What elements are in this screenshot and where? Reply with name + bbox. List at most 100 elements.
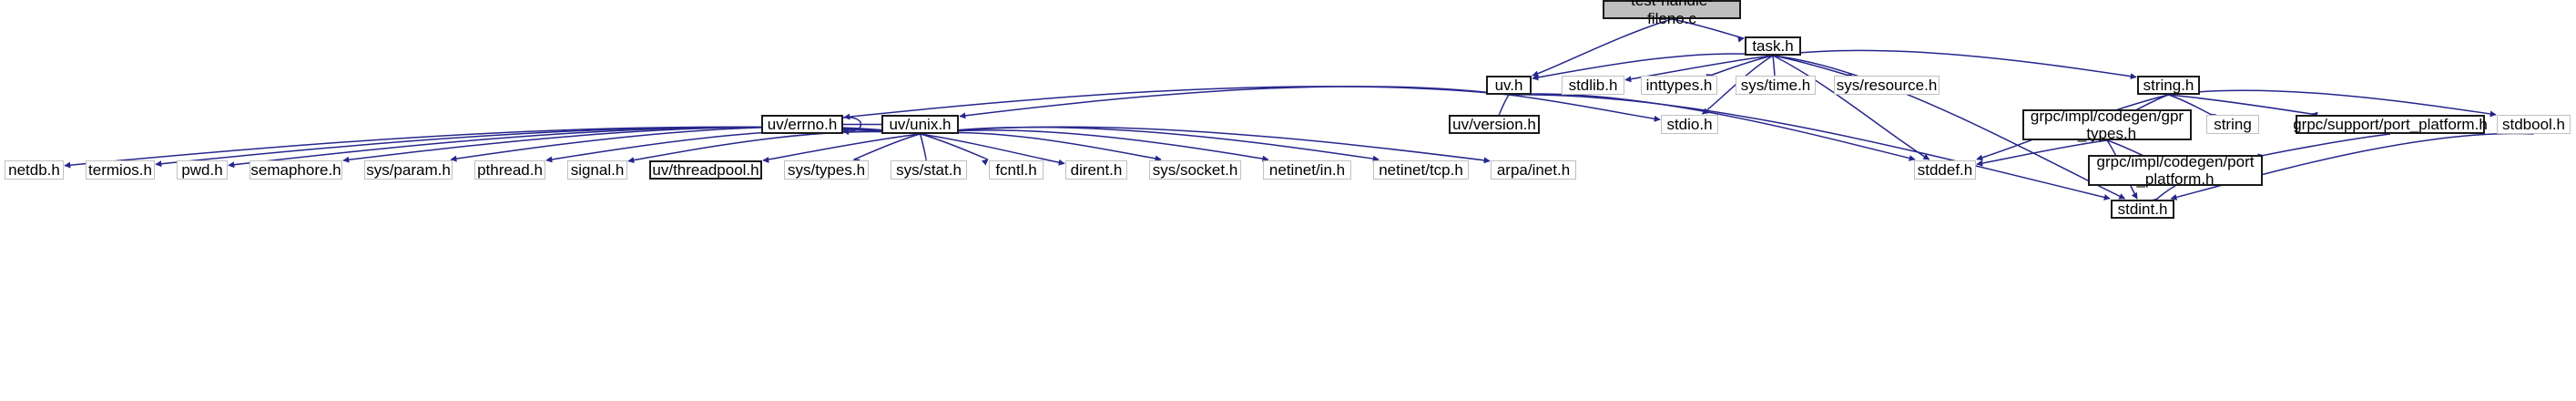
graph-node[interactable]: netdb.h <box>5 160 64 180</box>
graph-node[interactable]: stdint.h <box>2111 200 2174 219</box>
graph-edge <box>1671 18 1745 43</box>
graph-node-label: sys/param.h <box>366 160 451 179</box>
graph-node[interactable]: uv.h <box>1486 76 1532 95</box>
graph-node[interactable]: grpc/impl/codegen/port _platform.h <box>2088 153 2263 188</box>
graph-node[interactable]: uv/unix.h <box>881 115 959 134</box>
graph-node[interactable]: uv/version.h <box>1449 115 1540 134</box>
graph-edge <box>1976 139 2108 167</box>
graph-node[interactable]: string <box>2206 115 2259 134</box>
graph-node-label: sys/socket.h <box>1152 160 1238 179</box>
graph-edge <box>1532 53 1774 81</box>
graph-node-label: arpa/inet.h <box>1496 160 1571 179</box>
graph-node-label: uv/version.h <box>1452 115 1536 133</box>
graph-node[interactable]: stdbool.h <box>2497 115 2571 134</box>
graph-node-label: dirent.h <box>1070 160 1123 179</box>
graph-node-label: stddef.h <box>1917 160 1973 179</box>
graph-node-label: string <box>2214 115 2252 133</box>
graph-node[interactable]: uv/threadpool.h <box>649 160 762 180</box>
graph-node[interactable]: sys/socket.h <box>1149 160 1241 180</box>
graph-edge <box>1532 18 1673 77</box>
graph-node[interactable]: pthread.h <box>474 160 545 180</box>
graph-edge <box>919 133 929 166</box>
graph-node[interactable]: sys/resource.h <box>1834 76 1940 95</box>
graph-node[interactable]: sys/stat.h <box>891 160 967 180</box>
graph-edge <box>2170 132 2534 200</box>
graph-edge <box>1508 94 1661 122</box>
graph-node[interactable]: uv/errno.h <box>761 115 843 134</box>
graph-node-label: uv/errno.h <box>767 115 838 133</box>
graph-node-label: fcntl.h <box>995 160 1037 179</box>
graph-node[interactable]: stddef.h <box>1914 160 1976 180</box>
graph-node[interactable]: test-handle-fileno.c <box>1603 0 1741 27</box>
graph-edge <box>2257 133 2391 160</box>
graph-edge <box>1772 55 1853 80</box>
graph-node[interactable]: semaphore.h <box>249 160 342 180</box>
graph-node-label: grpc/impl/codegen/gpr _types.h <box>2030 107 2184 142</box>
graph-node-label: stdio.h <box>1666 115 1713 133</box>
graph-edge <box>2168 89 2497 118</box>
graph-edge <box>843 86 1510 120</box>
graph-node[interactable]: signal.h <box>567 160 627 180</box>
graph-edge <box>545 129 921 163</box>
graph-edge <box>2168 94 2318 118</box>
graph-node-label: pwd.h <box>181 160 223 179</box>
graph-node[interactable]: sys/param.h <box>364 160 453 180</box>
graph-node[interactable]: task.h <box>1745 36 1801 56</box>
graph-node-label: task.h <box>1752 36 1794 55</box>
graph-node[interactable]: fcntl.h <box>989 160 1044 180</box>
graph-node-label: termios.h <box>88 160 152 179</box>
graph-node-label: sys/types.h <box>787 160 866 179</box>
graph-node-label: sys/time.h <box>1740 76 1811 94</box>
graph-edge <box>1772 55 1930 160</box>
graph-edge <box>2168 94 2217 120</box>
graph-node-label: sys/stat.h <box>896 160 962 179</box>
graph-node[interactable]: stdio.h <box>1661 115 1718 134</box>
graph-node-label: netinet/tcp.h <box>1379 160 1463 179</box>
graph-node-label: stdint.h <box>2117 200 2168 218</box>
graph-edge <box>1771 55 1778 81</box>
graph-edge <box>920 129 1269 162</box>
graph-node-label: uv/unix.h <box>889 115 952 133</box>
graph-node[interactable]: pwd.h <box>177 160 228 180</box>
graph-node-label: semaphore.h <box>250 160 341 179</box>
graph-node-label: string.h <box>2143 76 2194 94</box>
graph-edge <box>1494 94 1510 121</box>
graph-edge <box>762 133 921 164</box>
graph-node-label: inttypes.h <box>1645 76 1713 94</box>
graph-edge <box>1624 55 1774 83</box>
graph-node[interactable]: sys/types.h <box>784 160 869 180</box>
graph-node-label: stdlib.h <box>1568 76 1618 94</box>
graph-edge <box>450 126 921 162</box>
graph-edge <box>920 133 989 166</box>
graph-node-label: uv.h <box>1494 76 1523 94</box>
graph-edge <box>1772 55 2126 200</box>
graph-edge <box>2151 185 2176 205</box>
graph-node-label: netdb.h <box>8 160 60 179</box>
graph-edge <box>920 126 1380 162</box>
graph-edge <box>1508 94 2111 200</box>
graph-node[interactable]: arpa/inet.h <box>1491 160 1576 180</box>
graph-node-label: uv/threadpool.h <box>652 160 759 179</box>
graph-node[interactable]: sys/time.h <box>1736 76 1816 95</box>
graph-node[interactable]: inttypes.h <box>1641 76 1717 95</box>
graph-node[interactable]: string.h <box>2137 76 2200 95</box>
graph-node[interactable]: stdlib.h <box>1562 76 1624 95</box>
graph-edge <box>1772 49 2137 80</box>
graph-node[interactable]: netinet/tcp.h <box>1373 160 1469 180</box>
graph-node[interactable]: grpc/impl/codegen/gpr _types.h <box>2022 107 2192 142</box>
graph-node[interactable]: dirent.h <box>1065 160 1127 180</box>
graph-edge <box>627 130 921 164</box>
graph-node-label: signal.h <box>570 160 625 179</box>
graph-edge <box>959 86 1510 119</box>
graph-node[interactable]: netinet/in.h <box>1263 160 1351 180</box>
graph-edge <box>1705 55 1774 80</box>
graph-node[interactable]: grpc/support/port_platform.h <box>2293 115 2488 134</box>
graph-node-label: netinet/in.h <box>1268 160 1346 179</box>
graph-node-label: sys/resource.h <box>1836 76 1938 94</box>
graph-edge <box>920 133 1065 166</box>
graph-edge <box>852 133 921 165</box>
graph-node-label: stdbool.h <box>2502 115 2565 133</box>
graph-node[interactable]: termios.h <box>86 160 155 180</box>
